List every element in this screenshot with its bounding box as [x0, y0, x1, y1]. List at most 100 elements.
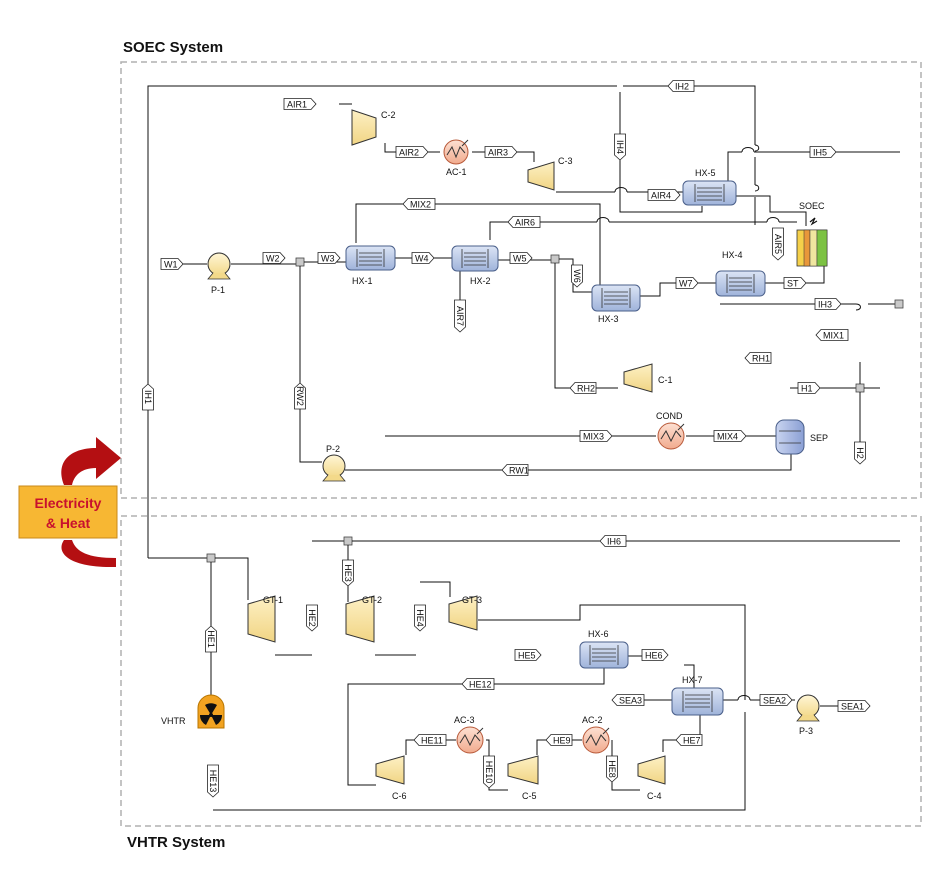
stream-tag-rh1: RH1: [744, 352, 772, 364]
vhtr-system-title: VHTR System: [127, 834, 225, 851]
stream-tag-label: RH1: [752, 354, 770, 364]
aircooler-ac3[interactable]: [456, 726, 484, 754]
heat-label: & Heat: [46, 515, 91, 531]
soec-stack[interactable]: [796, 217, 828, 267]
stream-tag-air4: AIR4: [647, 189, 681, 201]
stream-tag-he11: HE11: [413, 734, 447, 746]
vhtr-system-boundary: [120, 515, 922, 827]
p2-label: P-2: [326, 444, 340, 454]
stream-tag-label: HE3: [343, 564, 353, 582]
stream-tag-he12: HE12: [461, 678, 495, 690]
stream-tag-label: W5: [513, 254, 527, 264]
stream-tag-he9: HE9: [545, 734, 573, 746]
hx5-label: HX-5: [695, 168, 716, 178]
stream-tag-h2: H2: [854, 441, 866, 465]
hx7-label: HX-7: [682, 675, 703, 685]
heat-exchanger-hx7[interactable]: [671, 687, 724, 716]
stream-tag-label: IH5: [813, 148, 827, 158]
gt2-label: GT-2: [362, 595, 382, 605]
ac1-label: AC-1: [446, 167, 467, 177]
heat-exchanger-hx5[interactable]: [682, 180, 737, 206]
ac3-label: AC-3: [454, 715, 475, 725]
stream-tag-label: IH6: [607, 537, 621, 547]
aircooler-ac1[interactable]: [443, 139, 469, 165]
c5-label: C-5: [522, 791, 537, 801]
stream-tag-label: W6: [572, 269, 582, 283]
stream-tag-w7: W7: [675, 277, 699, 289]
pump-p2[interactable]: [322, 454, 346, 482]
compressor-c3[interactable]: [527, 161, 555, 191]
stream-tag-w6: W6: [571, 264, 583, 288]
hx4-label: HX-4: [722, 250, 743, 260]
heat-exchanger-hx4[interactable]: [715, 270, 766, 297]
stream-tag-air2: AIR2: [395, 146, 429, 158]
condenser-cond[interactable]: [657, 422, 685, 450]
stream-tag-label: W1: [164, 260, 178, 270]
pump-p3[interactable]: [796, 694, 820, 722]
stream-tag-sea3: SEA3: [611, 694, 645, 706]
compressor-c5[interactable]: [507, 755, 539, 785]
hx6-label: HX-6: [588, 629, 609, 639]
stream-tag-label: W7: [679, 279, 693, 289]
ih3-end-node: [894, 299, 904, 309]
stream-tag-label: H1: [801, 384, 813, 394]
stream-tag-he13: HE13: [207, 764, 219, 798]
stream-tag-label: HE9: [553, 736, 571, 746]
stream-tag-label: RW1: [509, 466, 529, 476]
soec-label: SOEC: [799, 201, 825, 211]
stream-tag-w3: W3: [317, 252, 341, 264]
compressor-c6[interactable]: [375, 755, 405, 785]
stream-tag-label: HE12: [469, 680, 492, 690]
stream-tag-w4: W4: [411, 252, 435, 264]
stream-tag-air3: AIR3: [484, 146, 518, 158]
compressor-c2[interactable]: [351, 109, 377, 146]
stream-tag-label: ST: [787, 279, 799, 289]
vhtr-reactor[interactable]: [197, 694, 225, 729]
stream-tag-label: W2: [266, 254, 280, 264]
stream-tag-label: HE5: [518, 651, 536, 661]
heat-exchanger-hx2[interactable]: [451, 245, 499, 272]
ac2-label: AC-2: [582, 715, 603, 725]
stream-tag-label: RW2: [295, 386, 305, 406]
stream-tag-he6: HE6: [641, 649, 669, 661]
separator-sep[interactable]: [775, 419, 805, 455]
stream-tag-label: HE4: [415, 609, 425, 627]
stream-tag-label: HE11: [421, 736, 443, 746]
stream-tag-ih2: IH2: [667, 80, 695, 92]
turbine-gt1[interactable]: [247, 595, 276, 643]
heat-exchanger-hx1[interactable]: [345, 245, 396, 271]
gt3-label: GT-3: [462, 595, 482, 605]
pump-p1[interactable]: [207, 252, 231, 280]
electricity-label: Electricity: [35, 495, 102, 511]
stream-tag-label: AIR7: [455, 306, 465, 326]
vhtr-splitter-node: [206, 553, 216, 563]
stream-tag-air6: AIR6: [507, 216, 541, 228]
stream-tag-label: HE7: [683, 736, 701, 746]
stream-tag-mix4: MIX4: [713, 430, 747, 442]
soec-piping: [147, 85, 904, 558]
stream-tag-label: MIX1: [823, 331, 844, 341]
stream-tag-ih1: IH1: [142, 383, 154, 411]
stream-tag-mix3: MIX3: [579, 430, 613, 442]
stream-tag-he5: HE5: [514, 649, 542, 661]
hx2-label: HX-2: [470, 276, 491, 286]
compressor-c1[interactable]: [623, 363, 653, 393]
stream-tag-air7: AIR7: [454, 299, 466, 333]
hx3-label: HX-3: [598, 314, 619, 324]
stream-tag-label: HE8: [607, 760, 617, 778]
heat-exchanger-hx6[interactable]: [579, 641, 629, 669]
aircooler-ac2[interactable]: [582, 726, 610, 754]
stream-tag-he10: HE10: [483, 755, 495, 789]
stream-tag-he1: HE1: [205, 625, 217, 653]
h1-node: [855, 383, 865, 393]
compressor-c4[interactable]: [637, 755, 666, 785]
heat-exchanger-hx3[interactable]: [591, 284, 641, 312]
turbine-gt2[interactable]: [345, 595, 375, 643]
turbine-gt3[interactable]: [448, 595, 478, 631]
hx1-label: HX-1: [352, 276, 373, 286]
stream-tag-ih6: IH6: [599, 535, 627, 547]
stream-tag-label: SEA1: [841, 702, 864, 712]
stream-tag-mix2: MIX2: [402, 198, 436, 210]
stream-tag-label: AIR4: [651, 191, 671, 201]
